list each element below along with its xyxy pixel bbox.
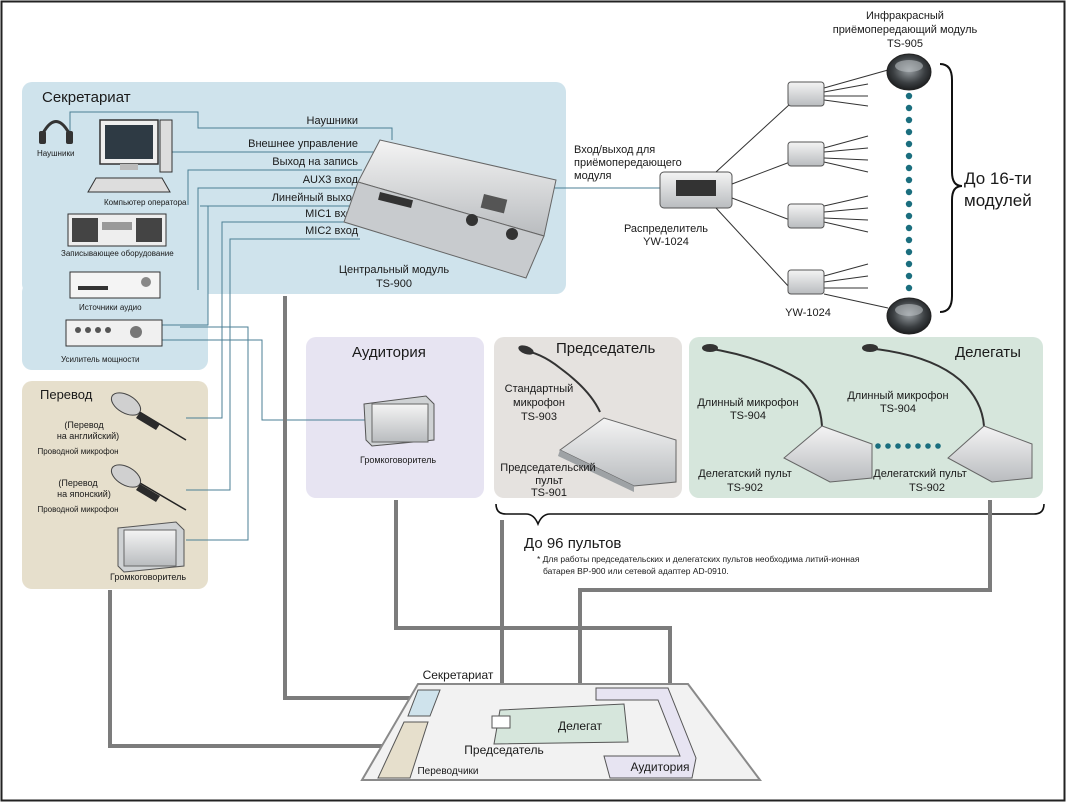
consoles-count: До 96 пультов — [524, 535, 621, 552]
zone-title-delegates: Делегаты — [955, 344, 1021, 361]
floor-cables — [108, 296, 992, 748]
chairman-console-icon — [518, 345, 677, 492]
delegate-console1-line2: TS-902 — [727, 482, 763, 494]
ir-module-bottom-icon — [886, 297, 932, 335]
floor-label-auditorium: Аудитория — [630, 760, 689, 774]
delegate-mic1-line1: Длинный микрофон — [697, 397, 798, 409]
ir-module-line2: приёмопередающий модуль — [833, 24, 978, 36]
translation-mic1-line1: (Перевод — [64, 420, 104, 430]
device-label-amplifier: Усилитель мощности — [61, 355, 140, 364]
ir-module-dots — [905, 92, 913, 292]
floor-plan — [360, 683, 762, 781]
translation-mic2-line2: на японский) — [57, 489, 111, 499]
consoles-brace — [495, 503, 1045, 527]
conn-label-4: Линейный выход — [272, 192, 359, 204]
chairman-console-line3: TS-901 — [531, 487, 567, 499]
audio-source-icon — [69, 271, 161, 299]
modules-count-line1: До 16-ти — [964, 169, 1032, 188]
translation-speaker-icon — [117, 521, 185, 573]
distributor2-model: YW-1024 — [785, 307, 831, 319]
device-label-headphones: Наушники — [37, 149, 74, 158]
delegate-mic2-line2: TS-904 — [880, 403, 916, 415]
transceiver-io-line3: модуля — [574, 170, 612, 182]
zone-title-translation: Перевод — [40, 387, 93, 402]
translation-mic1-line3: Проводной микрофон — [37, 447, 118, 456]
delegate-console-1-icon — [702, 344, 873, 483]
computer-icon — [87, 119, 173, 193]
chairman-mic-line2: микрофон — [513, 397, 565, 409]
distributor-model: YW-1024 — [643, 236, 689, 248]
conn-label-6: MIC2 вход — [305, 225, 358, 237]
translation-mic2-line1: (Перевод — [58, 478, 98, 488]
translation-speaker-label: Громкоговоритель — [110, 572, 186, 582]
distributor-device — [659, 171, 733, 209]
zone-title-chairman: Председатель — [556, 340, 655, 357]
delegate-console2-line1: Делегатский пульт — [873, 468, 967, 480]
chairman-mic-line1: Стандартный — [505, 383, 574, 395]
auditorium-speaker-label: Громкоговоритель — [360, 455, 436, 465]
chairman-console-line1: Председательский — [500, 462, 595, 474]
delegate-console2-line2: TS-902 — [909, 482, 945, 494]
wired-microphone-1-icon — [110, 392, 187, 441]
wired-microphone-2-icon — [110, 464, 187, 511]
auditorium-speaker-icon — [363, 395, 435, 447]
transceiver-io-line2: приёмопередающего — [574, 157, 682, 169]
floor-label-delegate: Делегат — [558, 719, 603, 733]
delegate-dots — [875, 443, 941, 449]
translation-mic1-line2: на английский) — [57, 431, 119, 441]
floor-label-secretariat: Секретариат — [423, 668, 494, 682]
ir-module-line1: Инфракрасный — [866, 10, 944, 22]
floor-label-translators: Переводчики — [417, 766, 478, 777]
chairman-mic-line3: TS-903 — [521, 411, 557, 423]
translation-mic2-line3: Проводной микрофон — [37, 505, 118, 514]
conn-label-3: AUX3 вход — [303, 174, 359, 186]
distributor-lines — [715, 103, 791, 289]
conn-label-2: Выход на запись — [272, 156, 358, 168]
modules-count-line2: модулей — [964, 191, 1032, 210]
headphones-icon — [39, 120, 73, 144]
ir-module-model: TS-905 — [887, 38, 923, 50]
zone-title-secretariat: Секретариат — [42, 89, 131, 106]
conn-label-0: Наушники — [307, 115, 358, 127]
central-module-device — [343, 139, 557, 279]
sub-distributors — [787, 69, 889, 309]
amplifier-icon — [65, 319, 163, 347]
distributor-name: Распределитель — [624, 223, 708, 235]
delegate-console-2-icon — [862, 344, 1033, 483]
central-module-name: Центральный модуль — [339, 264, 449, 276]
label-underlines — [200, 127, 360, 240]
recorder-icon — [67, 213, 167, 247]
conn-label-5: MIC1 вход — [305, 208, 358, 220]
floor-label-chairman: Председатель — [464, 743, 543, 757]
device-label-audio-source: Источники аудио — [79, 303, 142, 312]
zone-title-auditorium: Аудитория — [352, 344, 426, 361]
delegate-mic2-line1: Длинный микрофон — [847, 390, 948, 402]
footnote-line1: * Для работы председательских и делегатс… — [537, 554, 860, 564]
delegate-mic1-line2: TS-904 — [730, 410, 766, 422]
conn-label-1: Внешнее управление — [248, 138, 358, 150]
device-label-recorder: Записывающее оборудование — [61, 249, 174, 258]
transceiver-io-line1: Вход/выход для — [574, 144, 655, 156]
chairman-console-line2: пульт — [535, 475, 563, 487]
central-module-model: TS-900 — [376, 278, 412, 290]
device-label-computer: Компьютер оператора — [104, 198, 187, 207]
modules-brace — [939, 63, 963, 313]
ir-module-top-icon — [886, 53, 932, 91]
delegate-console1-line1: Делегатский пульт — [698, 468, 792, 480]
footnote-line2: батарея BP-900 или сетевой адаптер AD-09… — [543, 566, 729, 576]
